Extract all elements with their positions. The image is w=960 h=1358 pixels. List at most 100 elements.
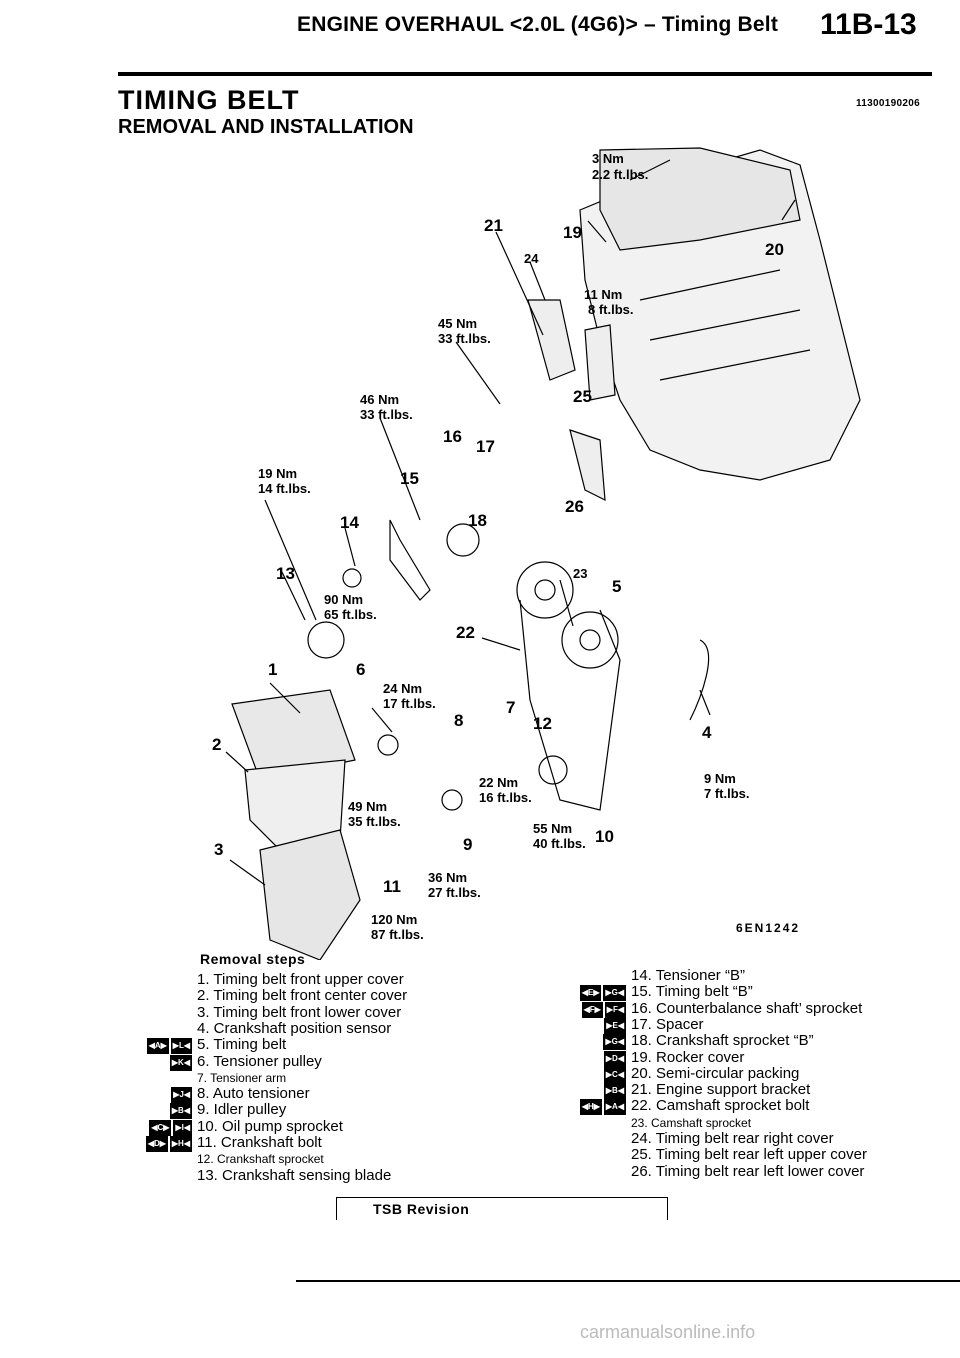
- torque-2-ft: 8 ft.lbs.: [588, 302, 634, 317]
- removal-step-text: 11. Crankshaft bolt: [197, 1134, 322, 1151]
- removal-step-text: 24. Timing belt rear right cover: [631, 1130, 834, 1147]
- removal-step-text: 25. Timing belt rear left upper cover: [631, 1146, 867, 1164]
- torque-7-nm: 24 Nm: [383, 681, 422, 696]
- part-number-5: 5: [612, 577, 621, 596]
- part-number-26: 26: [565, 497, 584, 516]
- removal-step-text: 6. Tensioner pulley: [197, 1052, 322, 1070]
- part-number-3: 3: [214, 840, 223, 859]
- camshaft-sprocket-left: [516, 561, 574, 619]
- removal-step: ▶D◀ 19. Rocker cover: [572, 1048, 745, 1067]
- removal-step: ◀F▶▶F◀16. Counterbalance shaft’ sprocket: [572, 1000, 862, 1018]
- torque-12-ft: 27 ft.lbs.: [428, 885, 481, 900]
- leader-45nm: [455, 341, 501, 405]
- removal-step: 4. Crankshaft position sensor: [138, 1020, 391, 1037]
- part-number-15: 15: [400, 469, 419, 488]
- removal-step: ◀E▶▶G◀15. Timing belt “B”: [572, 983, 753, 1002]
- torque-13-nm: 120 Nm: [371, 912, 417, 927]
- section-subtitle: REMOVAL AND INSTALLATION: [118, 116, 414, 138]
- part-number-6: 6: [356, 660, 365, 679]
- service-marker-icons: ▶B◀: [138, 1103, 193, 1120]
- exploded-diagram: 1 2 3 4 5 6 7 8 9 10 11 12 13 14 15 16 1…: [212, 147, 861, 960]
- removal-step-text: 15. Timing belt “B”: [631, 983, 753, 1001]
- service-marker-icon: ▶G◀: [603, 1034, 626, 1051]
- removal-step-text: 19. Rocker cover: [631, 1048, 745, 1066]
- removal-step: 12. Crankshaft sprocket: [138, 1151, 324, 1167]
- header-rule: [118, 72, 932, 76]
- part-number-12: 12: [533, 714, 552, 733]
- part-number-16: 16: [443, 427, 462, 446]
- position-sensor-wire: [689, 639, 710, 721]
- tensioner-b: [342, 568, 362, 588]
- crankshaft-sensing-blade: [307, 621, 345, 659]
- removal-step: ▶K◀ 6. Tensioner pulley: [138, 1052, 322, 1071]
- tsb-revision-label: TSB Revision: [373, 1201, 470, 1217]
- tsb-revision-box: TSB Revision: [336, 1197, 668, 1220]
- service-marker-icons: ◀F▶▶F◀: [572, 1001, 627, 1018]
- service-marker-icon: ▶D◀: [603, 1050, 626, 1067]
- removal-step-text: 8. Auto tensioner: [197, 1085, 310, 1103]
- part-number-18: 18: [468, 511, 487, 530]
- torque-6-ft: 65 ft.lbs.: [324, 607, 377, 622]
- removal-step-text: 7. Tensioner arm: [197, 1070, 287, 1085]
- torque-7-ft: 17 ft.lbs.: [383, 696, 436, 711]
- footer-rule: [296, 1280, 960, 1282]
- service-marker-icon: ◀C▶: [149, 1119, 172, 1136]
- removal-step-text: 21. Engine support bracket: [631, 1081, 811, 1099]
- torque-11-nm: 55 Nm: [533, 821, 572, 836]
- torque-5-ft: 14 ft.lbs.: [258, 481, 311, 496]
- leader-6: [371, 707, 393, 733]
- service-marker-icon: ▶H◀: [169, 1136, 192, 1153]
- torque-6-nm: 90 Nm: [324, 592, 363, 607]
- removal-step-text: 18. Crankshaft sprocket “B”: [631, 1032, 814, 1050]
- removal-step: ◀D▶▶H◀11. Crankshaft bolt: [138, 1134, 322, 1153]
- removal-step: 23. Camshaft sprocket: [572, 1115, 751, 1131]
- part-number-17: 17: [476, 437, 495, 456]
- leader-46nm: [379, 417, 421, 521]
- service-marker-icons: ◀E▶▶G◀: [572, 985, 627, 1002]
- camshaft-sprocket-right-hub: [579, 629, 601, 651]
- part-number-8: 8: [454, 711, 463, 730]
- camshaft-sprocket-left-hub: [534, 579, 556, 601]
- crankshaft-sprocket-b: [446, 523, 480, 557]
- removal-step: ▶B◀21. Engine support bracket: [572, 1081, 811, 1100]
- removal-step-text: 17. Spacer: [631, 1015, 704, 1033]
- removal-step-text: 12. Crankshaft sprocket: [197, 1152, 324, 1167]
- leader-4: [699, 689, 711, 716]
- part-number-24: 24: [524, 251, 539, 266]
- leader-23: [559, 579, 574, 627]
- leader-20: [781, 199, 796, 221]
- torque-8-nm: 22 Nm: [479, 775, 518, 790]
- rear-lower-cover-shape: [569, 429, 606, 502]
- part-number-10: 10: [595, 827, 614, 846]
- part-number-13: 13: [276, 564, 295, 583]
- service-marker-icons: ▶K◀: [138, 1054, 193, 1071]
- torque-11-ft: 40 ft.lbs.: [533, 836, 586, 851]
- leader-3nm: [629, 159, 671, 181]
- tensioner-pulley: [377, 734, 399, 756]
- removal-step: ◀C▶▶I◀10. Oil pump sprocket: [138, 1118, 343, 1136]
- torque-5-nm: 19 Nm: [258, 466, 297, 481]
- torque-9-ft: 35 ft.lbs.: [348, 814, 401, 829]
- upper-cover-shape: [231, 689, 356, 781]
- section-title: TIMING BELT: [118, 85, 300, 115]
- removal-step: 13. Crankshaft sensing blade: [138, 1167, 391, 1184]
- part-number-2: 2: [212, 735, 221, 754]
- idler-pulley: [441, 789, 463, 811]
- crankshaft-sprocket: [538, 755, 568, 785]
- service-marker-icon: ▶K◀: [169, 1054, 192, 1071]
- removal-step: 3. Timing belt front lower cover: [138, 1004, 401, 1021]
- service-marker-icon: ▶J◀: [171, 1087, 192, 1104]
- leader-14: [344, 527, 356, 567]
- service-marker-icons: ◀D▶▶H◀: [138, 1136, 193, 1153]
- part-number-9: 9: [463, 835, 472, 854]
- removal-step: ▶E◀17. Spacer: [572, 1015, 704, 1034]
- service-marker-icons: ▶J◀: [138, 1087, 193, 1104]
- timing-belt-shape: [519, 599, 621, 811]
- removal-step: ◀A▶▶L◀5. Timing belt: [138, 1037, 286, 1055]
- service-marker-icons: ▶C◀: [572, 1066, 627, 1083]
- part-number-14: 14: [340, 513, 359, 532]
- service-marker-icons: ▶G◀: [572, 1034, 627, 1051]
- service-marker-icon: ▶C◀: [603, 1066, 626, 1083]
- part-number-23: 23: [573, 566, 587, 581]
- service-marker-icon: ◀F▶: [581, 1001, 603, 1018]
